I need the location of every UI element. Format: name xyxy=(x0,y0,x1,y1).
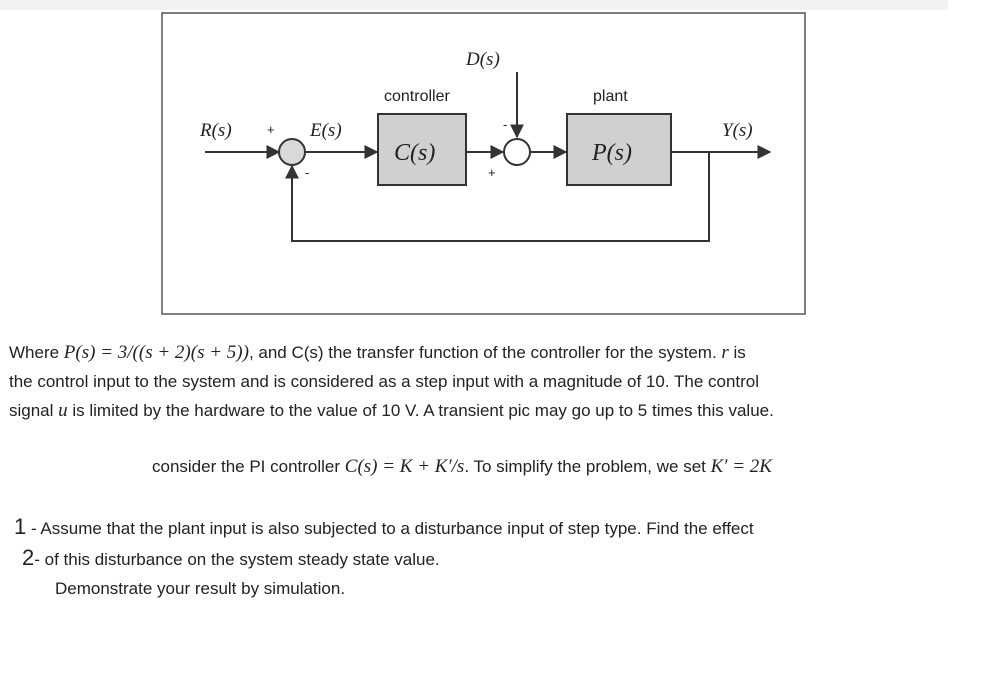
paragraph-line-2: the control input to the system and is c… xyxy=(9,372,760,391)
plant-box-label: P(s) xyxy=(591,140,632,166)
controller-block xyxy=(377,113,467,186)
sum2-minus-sign: - xyxy=(503,117,507,132)
question-line-3: Demonstrate your result by simulation. xyxy=(55,579,346,598)
plant-block xyxy=(566,113,672,186)
u-symbol: u xyxy=(58,400,68,421)
pi-controller-line: consider the PI controller C(s) = K + K′… xyxy=(152,456,772,477)
summing-junction-1 xyxy=(278,138,306,166)
plant-title: plant xyxy=(593,88,628,105)
sum2-plus-sign: + xyxy=(488,165,496,180)
question-number-1: 1 xyxy=(14,514,27,539)
paragraph-line-1: Where P(s) = 3/((s + 2)(s + 5)), and C(s… xyxy=(9,342,746,363)
questions: 1 - Assume that the plant input is also … xyxy=(14,512,964,603)
r-symbol: r xyxy=(721,342,729,363)
k-prime-formula: K′ = 2K xyxy=(710,456,772,477)
output-label: Y(s) xyxy=(722,120,753,141)
feedback-line xyxy=(285,152,710,242)
sum1-minus-sign: - xyxy=(305,165,309,180)
sum1-plus-sign: + xyxy=(267,122,275,137)
problem-paragraph: Where P(s) = 3/((s + 2)(s + 5)), and C(s… xyxy=(9,338,969,425)
top-strip xyxy=(0,0,948,10)
diagram-frame xyxy=(161,12,806,315)
question-number-2: 2 xyxy=(22,545,35,570)
summing-junction-2 xyxy=(503,138,531,166)
pi-formula: C(s) = K + K′/s xyxy=(344,456,465,477)
controller-box-label: C(s) xyxy=(394,140,435,166)
controller-title: controller xyxy=(384,88,450,105)
question-line-2: 2- of this disturbance on the system ste… xyxy=(22,545,440,570)
error-label: E(s) xyxy=(309,120,342,141)
paragraph-line-3: signal u is limited by the hardware to t… xyxy=(9,400,774,421)
block-diagram: R(s) E(s) D(s) Y(s) controller plant C(s… xyxy=(161,12,806,315)
plant-formula: P(s) = 3/((s + 2)(s + 5)) xyxy=(63,342,249,363)
question-line-1: 1 - Assume that the plant input is also … xyxy=(14,514,754,539)
reference-label: R(s) xyxy=(199,120,232,141)
disturbance-label: D(s) xyxy=(465,49,500,70)
